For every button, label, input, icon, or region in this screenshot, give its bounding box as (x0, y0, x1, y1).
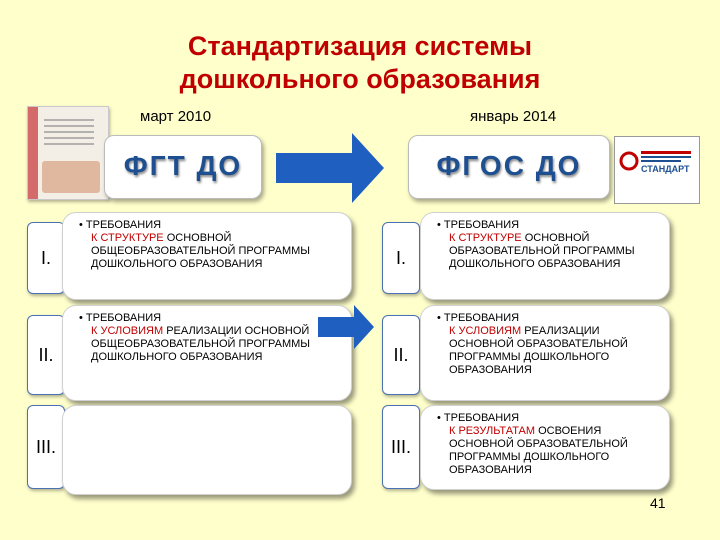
fgos-header-label: ФГОС ДО (436, 150, 582, 181)
req-rest: ОСНОВНОЙ ОБРАЗОВАТЕЛЬНОЙ ПРОГРАММЫ ДОШКО… (449, 232, 635, 270)
req-text: К УСЛОВИЯМ РЕАЛИЗАЦИИ ОСНОВНОЙ ОБЩЕОБРАЗ… (79, 325, 341, 364)
standard-logo-text: СТАНДАРТ (641, 164, 690, 174)
transition-arrow-icon (276, 133, 384, 203)
book-text-lines (44, 119, 94, 149)
small-arrow-icon (318, 305, 374, 349)
right-roman-2: II. (382, 315, 420, 395)
req-rest: РЕАЛИЗАЦИИ ОСНОВНОЙ ОБЩЕОБРАЗОВАТЕЛЬНОЙ … (91, 325, 311, 363)
req-bullet: • ТРЕБОВАНИЯ (437, 412, 520, 424)
req-accent: К СТРУКТУРЕ (91, 232, 164, 244)
req-text: К СТРУКТУРЕ ОСНОВНОЙ ОБЩЕОБРАЗОВАТЕЛЬНОЙ… (79, 232, 341, 271)
book-photo (42, 161, 100, 193)
right-requirement-results: • ТРЕБОВАНИЯ К РЕЗУЛЬТАТАМ ОСВОЕНИЯ ОСНО… (420, 405, 670, 490)
req-text: К УСЛОВИЯМ РЕАЛИЗАЦИИ ОСНОВНОЙ ОБРАЗОВАТ… (437, 325, 659, 377)
req-rest: РЕАЛИЗАЦИИ ОСНОВНОЙ ОБРАЗОВАТЕЛЬНОЙ ПРОГ… (449, 325, 628, 376)
book-spine (28, 107, 38, 199)
req-text: К СТРУКТУРЕ ОСНОВНОЙ ОБРАЗОВАТЕЛЬНОЙ ПРО… (437, 232, 659, 271)
left-requirement-empty (62, 405, 352, 495)
req-bullet: • ТРЕБОВАНИЯ (437, 219, 520, 231)
left-requirement-structure: • ТРЕБОВАНИЯ К СТРУКТУРЕ ОСНОВНОЙ ОБЩЕОБ… (62, 212, 352, 300)
left-date: март 2010 (140, 108, 212, 125)
left-requirement-conditions: • ТРЕБОВАНИЯ К УСЛОВИЯМ РЕАЛИЗАЦИИ ОСНОВ… (62, 305, 352, 401)
fgt-header-box: ФГТ ДО (104, 135, 262, 199)
req-rest: ОСВОЕНИЯ ОСНОВНОЙ ОБРАЗОВАТЕЛЬНОЙ ПРОГРА… (449, 425, 628, 476)
right-roman-1: I. (382, 222, 420, 294)
req-accent: К УСЛОВИЯМ (91, 325, 164, 337)
left-roman-3: III. (27, 405, 65, 489)
right-requirement-conditions: • ТРЕБОВАНИЯ К УСЛОВИЯМ РЕАЛИЗАЦИИ ОСНОВ… (420, 305, 670, 401)
left-roman-1: I. (27, 222, 65, 294)
req-text: К РЕЗУЛЬТАТАМ ОСВОЕНИЯ ОСНОВНОЙ ОБРАЗОВА… (437, 425, 659, 477)
req-accent: К СТРУКТУРЕ (449, 232, 522, 244)
req-bullet: • ТРЕБОВАНИЯ (437, 312, 520, 324)
standard-logo: СТАНДАРТ (614, 136, 700, 204)
req-accent: К УСЛОВИЯМ (449, 325, 522, 337)
req-rest: ОСНОВНОЙ ОБЩЕОБРАЗОВАТЕЛЬНОЙ ПРОГРАММЫ Д… (91, 232, 311, 270)
title-line-1: Стандартизация системы (187, 31, 533, 61)
fgt-header-label: ФГТ ДО (123, 150, 243, 181)
right-roman-3: III. (382, 405, 420, 489)
right-date: январь 2014 (470, 108, 557, 125)
fgos-header-box: ФГОС ДО (408, 135, 610, 199)
req-accent: К РЕЗУЛЬТАТАМ (449, 425, 536, 437)
title-line-2: дошкольного образования (179, 64, 541, 94)
standard-logo-icon (619, 151, 691, 171)
page-number: 41 (650, 495, 666, 511)
req-bullet: • ТРЕБОВАНИЯ (79, 219, 162, 231)
left-roman-2: II. (27, 315, 65, 395)
right-requirement-structure: • ТРЕБОВАНИЯ К СТРУКТУРЕ ОСНОВНОЙ ОБРАЗО… (420, 212, 670, 300)
book-cover-image (27, 106, 109, 200)
req-bullet: • ТРЕБОВАНИЯ (79, 312, 162, 324)
slide-title: Стандартизация системы дошкольного образ… (0, 30, 720, 96)
